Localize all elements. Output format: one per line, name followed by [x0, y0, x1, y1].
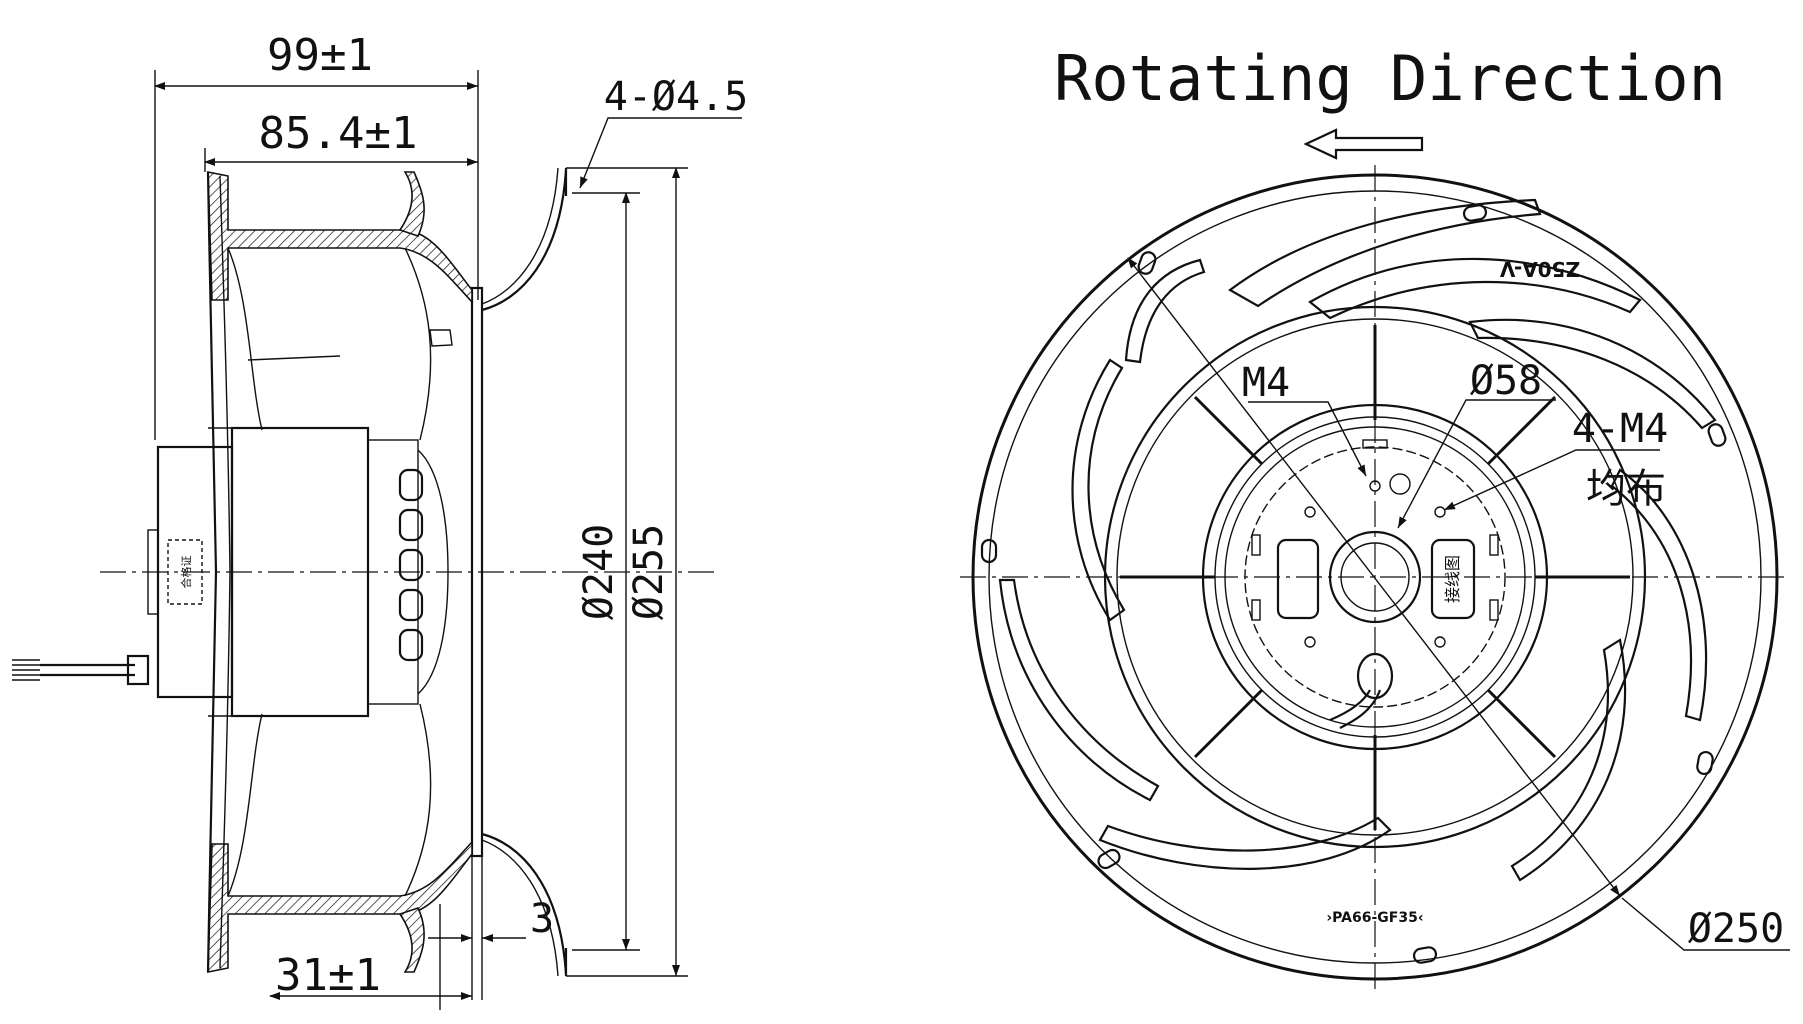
motor-pocket-left — [1276, 538, 1320, 620]
side-view: 合格证 99±1 85.4±1 4-Ø4.5 Ø240 — [12, 30, 748, 1010]
dim-inner-diameter: Ø240 — [576, 524, 622, 620]
dim-hub-holes-line1: 4-M4 — [1572, 406, 1668, 452]
wiring-label-text: 接线图 — [1443, 555, 1462, 603]
dim-line-impeller-diameter — [1127, 257, 1621, 897]
front-view: Rotating Direction — [960, 42, 1790, 990]
inlet-nozzle-bottom — [481, 832, 568, 975]
dim-impeller-length: 85.4±1 — [259, 108, 418, 159]
leader-hub-holes — [1443, 449, 1660, 511]
leader-mount-holes — [579, 117, 742, 189]
rotation-direction-arrow-icon — [1303, 128, 1424, 160]
dim-hub-diameter: Ø58 — [1470, 358, 1542, 404]
dim-motor-offset: 31±1 — [275, 950, 381, 1001]
leader-shaft-thread — [1248, 401, 1367, 477]
impeller-backplate — [206, 171, 218, 973]
certificate-label — [167, 539, 203, 605]
dim-outer-diameter: Ø255 — [626, 524, 672, 620]
motor-cable — [12, 654, 150, 686]
dim-shaft-thread: M4 — [1242, 360, 1290, 406]
dim-flange-thickness: 3 — [530, 896, 554, 942]
dim-hub-holes-line2: 均布 — [1586, 466, 1666, 512]
dim-overall-length: 99±1 — [267, 30, 373, 81]
certificate-label-text: 合格证 — [179, 556, 193, 589]
motor-cooling-fins — [398, 449, 449, 695]
flange-outer-rim — [971, 173, 1779, 981]
inlet-nozzle-top — [481, 169, 568, 312]
dim-mount-holes: 4-Ø4.5 — [604, 74, 749, 120]
impeller-shroud-top — [207, 171, 473, 305]
part-code-marking: Z50A-V — [1499, 257, 1580, 281]
dim-impeller-diameter: Ø250 — [1688, 906, 1784, 952]
mounting-slots — [980, 204, 1727, 964]
material-marking: ›PA66-GF35‹ — [1326, 910, 1423, 926]
leader-hub-diameter — [1397, 399, 1556, 529]
rotating-direction-title: Rotating Direction — [1054, 42, 1726, 115]
